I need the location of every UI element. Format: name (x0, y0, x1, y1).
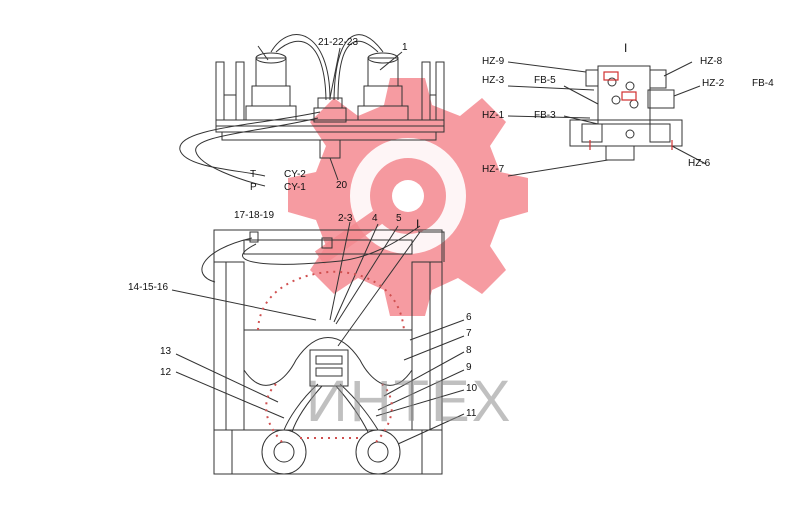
label-2-3: 2-3 (338, 213, 353, 224)
label-17-18-19: 17-18-19 (234, 210, 275, 221)
label-14-15-16: 14-15-16 (128, 282, 169, 293)
label-hz-1: HZ-1 (482, 110, 505, 121)
label-t: T (250, 169, 257, 180)
front-view-dotted-arc (257, 270, 405, 443)
label-5: 5 (396, 213, 402, 224)
label-hz-2: HZ-2 (702, 78, 725, 89)
front-view-assembly (171, 221, 465, 475)
detail-title-i: I (624, 41, 628, 55)
label-20: 20 (336, 180, 348, 191)
watermark-gear-core-hole (392, 180, 424, 212)
label-21-22-23: 21-22-23 (318, 37, 359, 48)
label-8: 8 (466, 345, 472, 356)
label-fb-3: FB-3 (534, 110, 556, 121)
label-fb-4: FB-4 (752, 78, 774, 89)
detail-view-valve (507, 61, 707, 177)
top-view-assembly (179, 34, 445, 187)
label-7: 7 (466, 328, 472, 339)
label-11: 11 (466, 408, 477, 419)
label-detail-i: I (416, 217, 420, 231)
label-9: 9 (466, 362, 472, 373)
label-1: 1 (402, 42, 408, 53)
label-hz-8: HZ-8 (700, 56, 723, 67)
label-13: 13 (160, 346, 172, 357)
label-hz-9: HZ-9 (482, 56, 505, 67)
label-fb-5: FB-5 (534, 75, 556, 86)
label-10: 10 (466, 383, 478, 394)
label-12: 12 (160, 367, 172, 378)
label-hz-7: HZ-7 (482, 164, 505, 175)
watermark-text: ИНТЕХ (306, 369, 513, 434)
label-p: P (250, 182, 257, 193)
label-hz-3: HZ-3 (482, 75, 505, 86)
label-6: 6 (466, 312, 472, 323)
label-hz-6: HZ-6 (688, 158, 711, 169)
label-cy-2: CY-2 (284, 169, 306, 180)
label-4: 4 (372, 213, 378, 224)
detail-view-red-markings (589, 71, 673, 150)
label-cy-1: CY-1 (284, 182, 306, 193)
